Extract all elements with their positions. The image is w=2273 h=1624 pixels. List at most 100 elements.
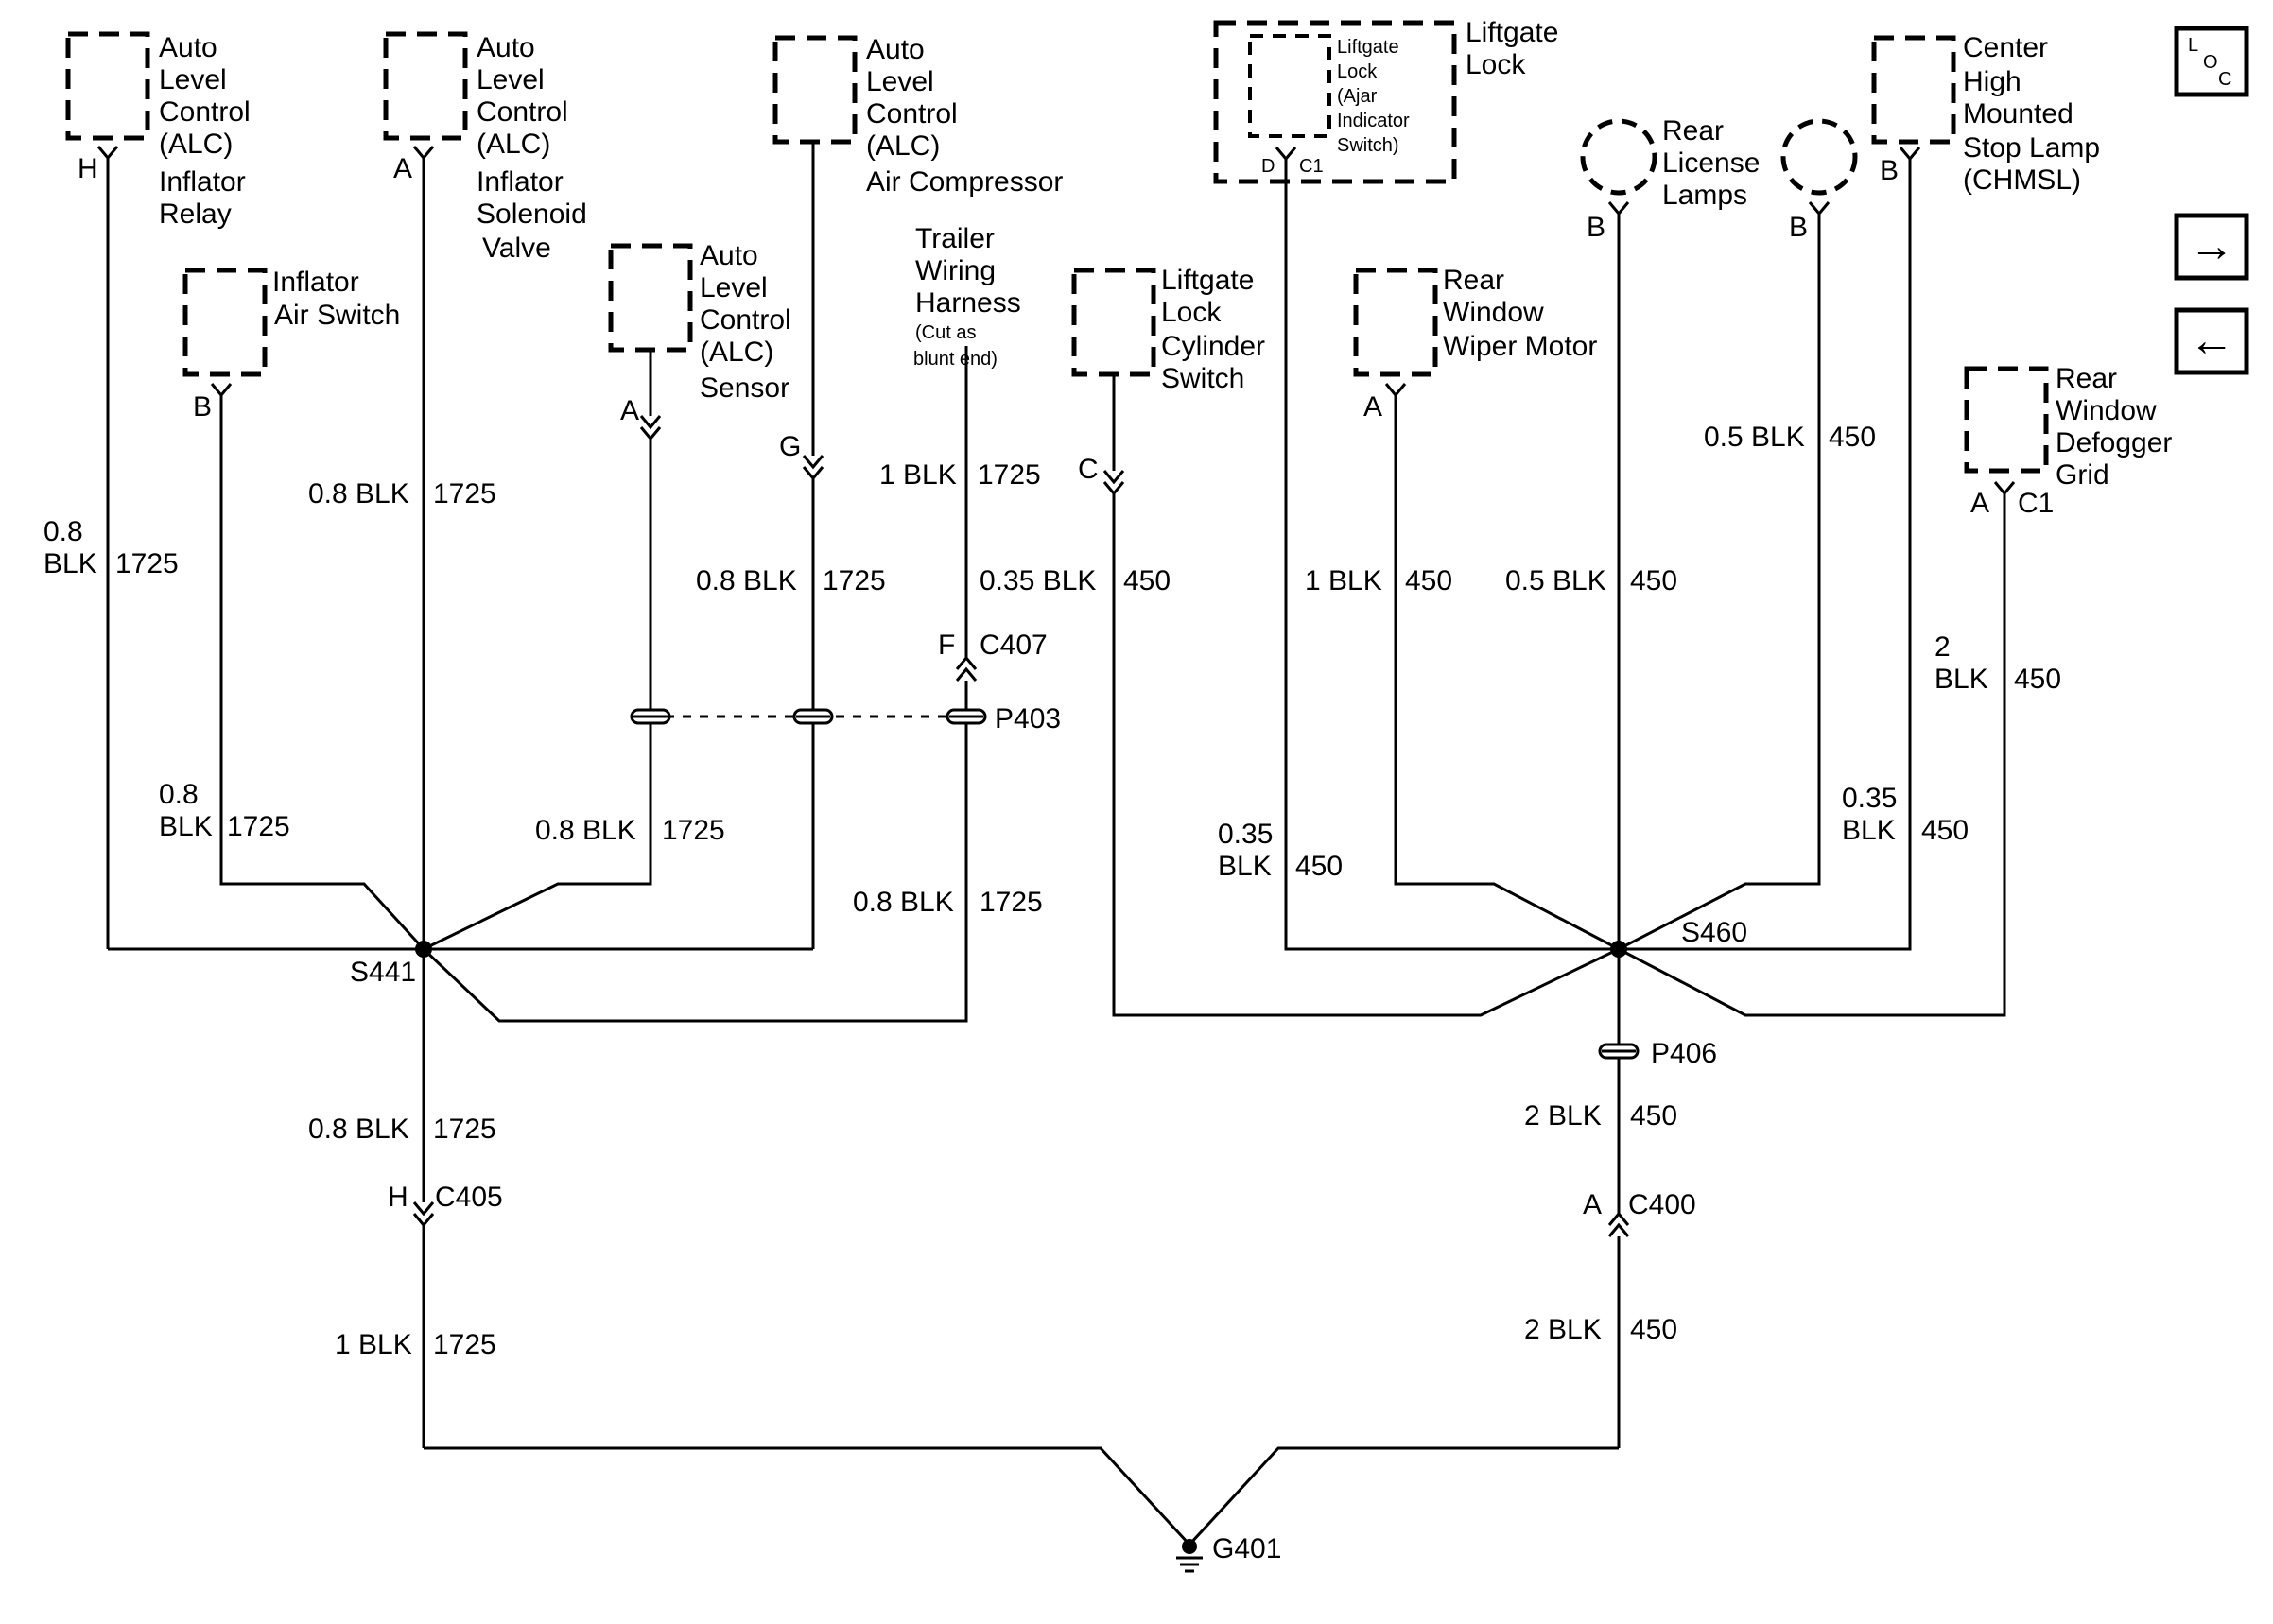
svg-text:2: 2 (1935, 631, 1951, 663)
svg-text:2 BLK: 2 BLK (1524, 1314, 1602, 1345)
pin-label: G (779, 431, 801, 462)
arrow-left-icon: ← (2189, 316, 2234, 366)
svg-text:P406: P406 (1651, 1038, 1717, 1069)
svg-text:Level: Level (477, 64, 545, 95)
arrow-right-icon: → (2189, 221, 2234, 271)
pin-label: D (1261, 156, 1275, 177)
svg-text:450: 450 (1630, 1314, 1677, 1345)
svg-text:Air Switch: Air Switch (274, 300, 400, 331)
liftgate-lock-cylinder-switch: Liftgate Lock Cylinder Switch (1071, 265, 1265, 394)
pin-label: C1 (1299, 156, 1324, 177)
svg-text:Switch: Switch (1161, 363, 1244, 394)
svg-text:0.8 BLK: 0.8 BLK (308, 1114, 409, 1145)
svg-text:450: 450 (1921, 815, 1969, 846)
back-button[interactable]: ← (2174, 307, 2249, 375)
svg-text:Liftgate: Liftgate (1337, 37, 1399, 58)
pin-label: A (620, 395, 639, 426)
wire-label-relay: 0.8 BLK 1725 (43, 516, 179, 579)
pin-label: B (1587, 212, 1605, 243)
pin-label: A (1363, 391, 1382, 423)
pin-label: A (1970, 488, 1989, 519)
svg-text:0.5 BLK: 0.5 BLK (1505, 565, 1606, 596)
svg-text:High: High (1963, 66, 2021, 97)
pin-label: B (1789, 212, 1808, 243)
svg-text:0.35: 0.35 (1842, 783, 1897, 814)
svg-text:Lock: Lock (1161, 297, 1222, 328)
svg-text:O: O (2203, 52, 2218, 73)
svg-text:Auto: Auto (477, 32, 535, 63)
svg-text:1725: 1725 (978, 459, 1041, 491)
svg-text:(Ajar: (Ajar (1337, 86, 1378, 107)
svg-text:450: 450 (1123, 565, 1171, 596)
pin-label: A (1583, 1189, 1602, 1220)
pin-label: A (393, 153, 412, 184)
svg-text:Auto: Auto (159, 32, 217, 63)
svg-text:450: 450 (1829, 422, 1876, 453)
forward-button[interactable]: → (2174, 213, 2249, 281)
svg-text:(ALC): (ALC) (477, 129, 550, 160)
connector-sensor: A (620, 395, 662, 441)
svg-text:Window: Window (1443, 297, 1544, 328)
svg-text:Window: Window (2056, 395, 2157, 426)
svg-text:(Cut as: (Cut as (915, 322, 976, 343)
svg-text:1725: 1725 (823, 565, 886, 596)
wire-label-wiper: 1 BLK 450 (1305, 565, 1452, 596)
svg-text:S441: S441 (350, 957, 416, 988)
svg-text:1725: 1725 (433, 1114, 496, 1145)
wire-label-compressor: 0.8 BLK 1725 (696, 565, 886, 596)
wire-label-sensor-lower: 0.8 BLK 1725 (535, 815, 725, 846)
wire-label-license1: 0.5 BLK 450 (1505, 565, 1677, 596)
svg-text:1725: 1725 (227, 811, 290, 842)
svg-text:Switch): Switch) (1337, 135, 1399, 156)
pass-through-p406: P406 (1598, 1038, 1717, 1069)
alc-sensor: Auto Level Control (ALC) Sensor (608, 240, 791, 404)
svg-text:450: 450 (1630, 565, 1677, 596)
svg-text:1 BLK: 1 BLK (879, 459, 957, 491)
rear-license-lamps: Rear License Lamps B B (1580, 115, 1858, 243)
svg-text:Inflator: Inflator (272, 267, 359, 298)
svg-text:Level: Level (700, 272, 768, 303)
svg-text:1725: 1725 (433, 478, 496, 510)
svg-text:1725: 1725 (115, 548, 179, 579)
svg-text:Wiring: Wiring (915, 255, 996, 286)
svg-text:0.8 BLK: 0.8 BLK (853, 887, 954, 918)
svg-text:Solenoid: Solenoid (477, 199, 587, 230)
pin-label: B (193, 391, 212, 423)
svg-text:BLK: BLK (1842, 815, 1896, 846)
wire-label-license2: 0.5 BLK 450 (1704, 422, 1876, 453)
svg-text:Lock: Lock (1466, 49, 1526, 80)
svg-text:2 BLK: 2 BLK (1524, 1100, 1602, 1132)
pin-label: C1 (2018, 488, 2054, 519)
inflator-air-switch: Inflator Air Switch B (182, 267, 400, 423)
connector-compressor: G (779, 431, 824, 481)
svg-text:Sensor: Sensor (700, 372, 789, 404)
svg-text:Relay: Relay (159, 199, 232, 230)
alc-inflator-solenoid-valve: Auto Level Control (ALC) Inflator Soleno… (383, 31, 587, 264)
svg-text:1725: 1725 (980, 887, 1043, 918)
svg-text:Auto: Auto (866, 34, 925, 65)
svg-text:Control: Control (866, 98, 958, 130)
svg-text:1725: 1725 (433, 1329, 496, 1360)
svg-text:450: 450 (1295, 851, 1343, 882)
svg-text:0.8: 0.8 (159, 779, 199, 810)
svg-text:Center: Center (1963, 32, 2048, 63)
svg-text:Grid: Grid (2056, 459, 2109, 491)
wire-label-c405-down: 1 BLK 1725 (335, 1329, 496, 1360)
svg-text:Trailer: Trailer (915, 223, 995, 254)
rear-window-wiper-motor: Rear Window Wiper Motor A (1353, 265, 1597, 423)
location-button[interactable]: L O C (2174, 26, 2249, 97)
wire-label-ajar: 0.35 BLK 450 (1218, 819, 1343, 882)
wire-label-c400-down: 2 BLK 450 (1524, 1314, 1677, 1345)
pass-through-p403: P403 (630, 703, 1061, 734)
svg-text:Rear: Rear (1662, 115, 1724, 147)
splice-s460: S460 (1610, 917, 1747, 958)
svg-text:0.5 BLK: 0.5 BLK (1704, 422, 1805, 453)
svg-text:Defogger: Defogger (2056, 427, 2172, 458)
svg-text:S460: S460 (1681, 917, 1747, 948)
svg-text:Cylinder: Cylinder (1161, 331, 1265, 362)
svg-text:Inflator: Inflator (477, 166, 564, 198)
svg-text:Liftgate: Liftgate (1161, 265, 1254, 296)
svg-text:0.8 BLK: 0.8 BLK (535, 815, 636, 846)
svg-text:BLK: BLK (159, 811, 213, 842)
